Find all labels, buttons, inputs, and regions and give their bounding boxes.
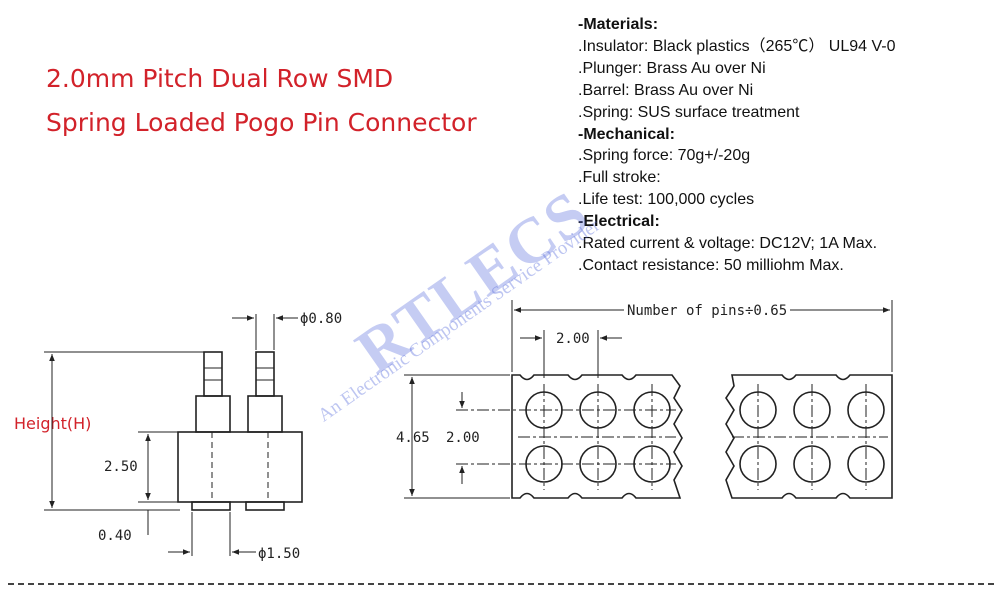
specifications-list: -Materials: .Insulator: Black plastics（2… — [578, 14, 895, 277]
spec-contact-resistance: .Contact resistance: 50 milliohm Max. — [578, 256, 844, 274]
right-barrel — [247, 395, 283, 433]
dim-pitch-x: 2.00 — [556, 331, 590, 347]
left-barrel — [195, 395, 231, 433]
insulator-body — [177, 431, 303, 503]
dim-foot-diameter: ϕ1.50 — [258, 546, 300, 562]
spec-life-test: .Life test: 100,000 cycles — [578, 191, 755, 209]
spec-barrel: .Barrel: Brass Au over Ni — [578, 81, 754, 99]
right-foot — [245, 501, 285, 511]
mechanical-heading: -Mechanical: — [578, 125, 675, 143]
spec-plunger: .Plunger: Brass Au over Ni — [578, 59, 766, 77]
dim-pitch-y: 2.00 — [446, 430, 480, 446]
housing-left-segment — [511, 374, 683, 499]
spec-full-stroke: .Full stroke: — [578, 169, 661, 187]
right-plunger — [255, 351, 275, 397]
bottom-dashed-divider — [8, 583, 994, 585]
housing-right-segment — [725, 374, 893, 499]
spec-insulator: .Insulator: Black plastics（265℃） UL94 V-… — [578, 37, 896, 55]
spec-spring-force: .Spring force: 70g+/-20g — [578, 147, 751, 165]
pin-hole — [579, 445, 617, 483]
dim-overall-width: 4.65 — [396, 430, 430, 446]
spec-rated: .Rated current & voltage: DC12V; 1A Max. — [578, 235, 878, 253]
dim-foot-height: 0.40 — [98, 528, 132, 544]
pin-hole — [739, 445, 777, 483]
dim-pin-diameter: ϕ0.80 — [300, 311, 342, 327]
left-plunger — [203, 351, 223, 397]
spec-spring: .Spring: SUS surface treatment — [578, 103, 800, 121]
title-line-2: Spring Loaded Pogo Pin Connector — [46, 108, 477, 137]
materials-heading: -Materials: — [578, 16, 659, 33]
dim-overall-length: Number of pins÷0.65 — [627, 303, 787, 319]
pin-hole — [793, 445, 831, 483]
side-view — [44, 314, 303, 556]
dim-body-height: 2.50 — [104, 459, 138, 475]
pin-hole — [847, 445, 885, 483]
left-foot — [191, 501, 231, 511]
top-view — [404, 300, 893, 499]
electrical-heading: -Electrical: — [578, 213, 660, 231]
title-line-1: 2.0mm Pitch Dual Row SMD — [46, 64, 394, 93]
